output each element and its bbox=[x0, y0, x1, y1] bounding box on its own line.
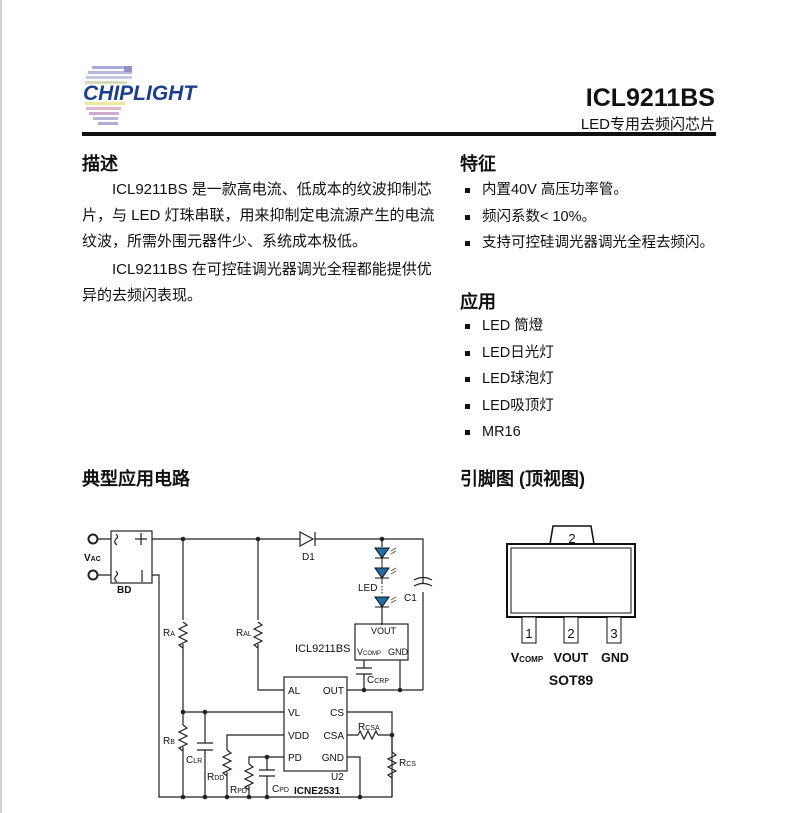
chiplight-logo: CHIPLIGHT bbox=[83, 66, 198, 125]
circuit-heading: 典型应用电路 bbox=[82, 469, 190, 489]
label-u2-part: ICNE2531 bbox=[294, 786, 341, 797]
applications-heading: 应用 bbox=[460, 292, 496, 312]
u2-pin-gnd: GND bbox=[322, 753, 344, 764]
label-vac: VAC bbox=[84, 553, 101, 564]
svg-text:CHIPLIGHT: CHIPLIGHT bbox=[83, 82, 198, 105]
features-heading: 特征 bbox=[460, 154, 496, 174]
label-led: LED bbox=[358, 583, 377, 594]
label-rdd: RDD bbox=[207, 772, 224, 783]
icl-pin-gnd: GND bbox=[388, 647, 409, 657]
sot89-pinout: 2 1 2 3 VCOMP VOUT GND SOT89 bbox=[506, 525, 636, 688]
u2-pin-al: AL bbox=[288, 686, 301, 697]
u2-pin-pd: PD bbox=[288, 753, 302, 764]
label-rpd: RPD bbox=[230, 785, 247, 796]
label-c1: C1 bbox=[404, 593, 417, 604]
icl-pin-vcomp: VCOMP bbox=[357, 647, 381, 657]
pin-number: 2 bbox=[567, 626, 574, 641]
label-rcs: RCS bbox=[399, 758, 416, 769]
pin-name-vcomp: VCOMP bbox=[511, 651, 544, 665]
u2-pin-vdd: VDD bbox=[288, 731, 309, 742]
description-paragraph: ICL9211BS 在可控硅调光器调光全程都能提供优异的去频闪表现。 bbox=[82, 261, 432, 304]
list-item: MR16 bbox=[462, 419, 554, 446]
label-ra: RA bbox=[163, 628, 175, 639]
description-paragraph: ICL9211BS 是一款高电流、低成本的纹波抑制芯片，与 LED 灯珠串联，用… bbox=[82, 181, 435, 250]
label-u2: U2 bbox=[331, 772, 344, 783]
u2-pin-vl: VL bbox=[288, 708, 301, 719]
label-cpd: CPD bbox=[272, 784, 289, 795]
pin-name-gnd: GND bbox=[601, 651, 629, 665]
u2-pin-cs: CS bbox=[330, 708, 344, 719]
icl-pin-vout: VOUT bbox=[371, 626, 397, 636]
description-heading: 描述 bbox=[82, 154, 118, 174]
tab-pin-number: 2 bbox=[568, 531, 575, 546]
label-rb: RB bbox=[163, 736, 175, 747]
label-icl9211bs: ICL9211BS bbox=[295, 643, 350, 655]
label-d1: D1 bbox=[302, 552, 315, 563]
features-list: 内置40V 高压功率管。 频闪系数< 10%。 支持可控硅调光器调光全程去频闪。 bbox=[462, 177, 714, 257]
label-ral: RAL bbox=[236, 628, 252, 639]
label-bd: BD bbox=[117, 585, 131, 596]
pinout-heading: 引脚图 (顶视图) bbox=[460, 469, 585, 489]
product-title: ICL9211BS bbox=[585, 84, 715, 112]
pin-name-vout: VOUT bbox=[554, 651, 589, 665]
package-name: SOT89 bbox=[549, 672, 594, 688]
label-clr: CLR bbox=[186, 755, 202, 766]
list-item: LED吸顶灯 bbox=[462, 393, 554, 420]
list-item: LED 筒燈 bbox=[462, 313, 554, 340]
pin-number: 1 bbox=[525, 626, 532, 641]
list-item: 频闪系数< 10%。 bbox=[462, 204, 714, 231]
led-string bbox=[374, 547, 397, 608]
header-divider bbox=[82, 132, 716, 136]
product-subtitle: LED专用去频闪芯片 bbox=[580, 116, 715, 133]
page-edge bbox=[0, 0, 2, 813]
list-item: LED日光灯 bbox=[462, 340, 554, 367]
applications-list: LED 筒燈 LED日光灯 LED球泡灯 LED吸顶灯 MR16 bbox=[462, 313, 554, 446]
label-rcsa: RCSA bbox=[358, 722, 380, 733]
pin-number: 3 bbox=[610, 626, 617, 641]
u2-pin-out: OUT bbox=[323, 686, 344, 697]
list-item: 内置40V 高压功率管。 bbox=[462, 177, 714, 204]
u2-pin-csa: CSA bbox=[323, 731, 344, 742]
list-item: 支持可控硅调光器调光全程去频闪。 bbox=[462, 230, 714, 257]
list-item: LED球泡灯 bbox=[462, 366, 554, 393]
label-ccrp: CCRP bbox=[367, 675, 389, 686]
